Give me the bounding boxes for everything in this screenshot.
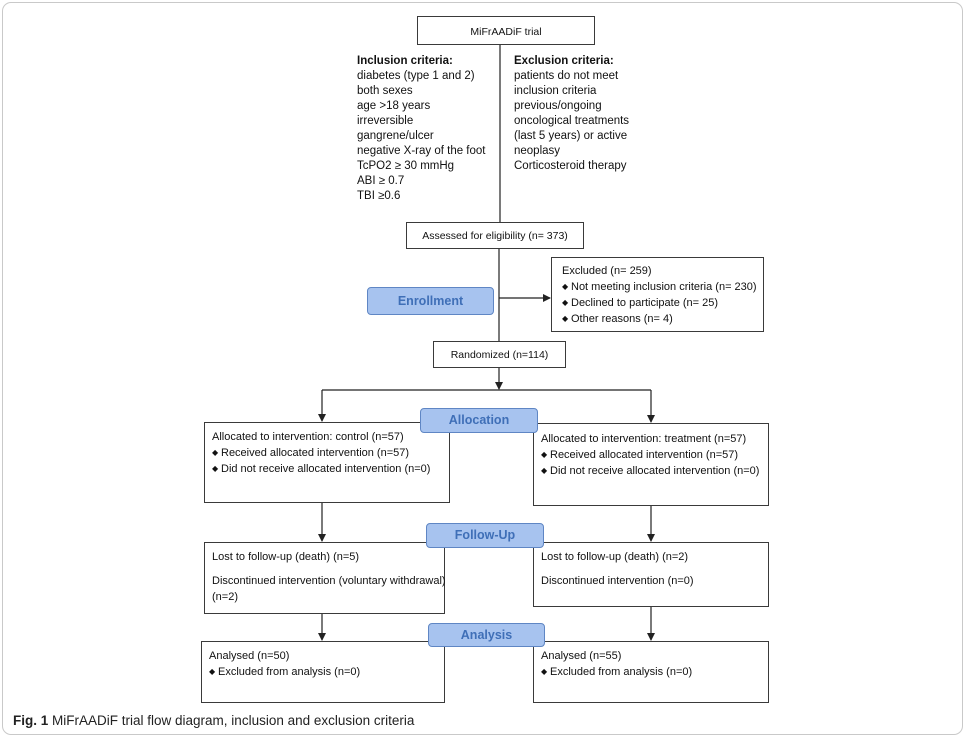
inclusion-item: gangrene/ulcer <box>357 130 434 142</box>
inclusion-item: ABI ≥ 0.7 <box>357 175 405 187</box>
bullet-icon: ◆ <box>541 667 548 676</box>
exclusion-item: oncological treatments <box>514 115 630 127</box>
randomized-label: Randomized (n=114) <box>450 349 549 361</box>
followup-control-box: Lost to follow-up (death) (n=5) Disconti… <box>204 542 446 614</box>
excluded-item: Not meeting inclusion criteria (n= 230) <box>571 281 757 293</box>
exclusion-heading: Exclusion criteria: <box>514 55 614 67</box>
bullet-icon: ◆ <box>209 667 216 676</box>
exclusion-item: (last 5 years) or active <box>514 130 628 142</box>
stage-analysis: Analysis <box>428 623 545 647</box>
allocation-treatment-box: Allocated to intervention: treatment (n=… <box>533 423 769 506</box>
inclusion-item: both sexes <box>357 85 413 97</box>
excluded-item: Other reasons (n= 4) <box>571 313 673 325</box>
bullet-icon: ◆ <box>562 298 569 307</box>
exclusion-item: patients do not meet <box>514 70 619 82</box>
allocation-treatment-item: Did not receive allocated intervention (… <box>550 465 760 477</box>
exclusion-item: inclusion criteria <box>514 85 597 97</box>
bullet-icon: ◆ <box>562 282 569 291</box>
caption-text: MiFrAADiF trial flow diagram, inclusion … <box>52 713 415 728</box>
stage-enrollment-label: Enrollment <box>397 294 464 308</box>
allocation-control-item: Received allocated intervention (n=57) <box>221 447 410 459</box>
bullet-icon: ◆ <box>541 466 548 475</box>
analysis-treatment-title: Analysed (n=55) <box>541 650 622 662</box>
analysis-control-title: Analysed (n=50) <box>209 650 290 662</box>
caption-label: Fig. 1 <box>13 713 49 728</box>
allocation-control-box: Allocated to intervention: control (n=57… <box>204 422 450 503</box>
analysis-treatment-item: Excluded from analysis (n=0) <box>550 666 693 678</box>
followup-treatment-discontinued: Discontinued intervention (n=0) <box>541 575 694 587</box>
followup-control-discontinued-count: (n=2) <box>212 591 238 603</box>
analysis-control-box: Analysed (n=50) ◆Excluded from analysis … <box>201 641 445 703</box>
inclusion-criteria: Inclusion criteria: diabetes (type 1 and… <box>357 54 497 204</box>
excluded-title: Excluded (n= 259) <box>562 265 652 277</box>
inclusion-item: negative X-ray of the foot <box>357 145 486 157</box>
stage-allocation-label: Allocation <box>448 413 510 427</box>
followup-treatment-lost: Lost to follow-up (death) (n=2) <box>541 551 689 563</box>
allocation-control-item: Did not receive allocated intervention (… <box>221 463 431 475</box>
inclusion-item: TBI ≥0.6 <box>357 190 401 202</box>
assessed-label: Assessed for eligibility (n= 373) <box>422 230 568 242</box>
stage-analysis-label: Analysis <box>460 628 513 642</box>
allocation-treatment-title: Allocated to intervention: treatment (n=… <box>541 433 747 445</box>
followup-control-discontinued: Discontinued intervention (voluntary wit… <box>212 575 446 587</box>
inclusion-item: TcPO2 ≥ 30 mmHg <box>357 160 455 172</box>
exclusion-item: previous/ongoing <box>514 100 602 112</box>
inclusion-item: age >18 years <box>357 100 431 112</box>
exclusion-criteria: Exclusion criteria: patients do not meet… <box>514 54 664 174</box>
figure-caption: Fig. 1 MiFrAADiF trial flow diagram, inc… <box>13 713 414 728</box>
assessed-box: Assessed for eligibility (n= 373) <box>406 222 584 249</box>
allocation-control-title: Allocated to intervention: control (n=57… <box>212 431 404 443</box>
randomized-box: Randomized (n=114) <box>433 341 566 368</box>
stage-followup: Follow-Up <box>426 523 544 548</box>
stage-enrollment: Enrollment <box>367 287 494 315</box>
trial-box: MiFrAADiF trial <box>417 16 595 45</box>
followup-control-lost: Lost to follow-up (death) (n=5) <box>212 551 360 563</box>
excluded-item: Declined to participate (n= 25) <box>571 297 719 309</box>
exclusion-item: Corticosteroid therapy <box>514 160 627 172</box>
inclusion-item: irreversible <box>357 115 414 127</box>
inclusion-item: diabetes (type 1 and 2) <box>357 70 475 82</box>
analysis-control-item: Excluded from analysis (n=0) <box>218 666 361 678</box>
bullet-icon: ◆ <box>212 464 219 473</box>
inclusion-heading: Inclusion criteria: <box>357 55 453 67</box>
allocation-treatment-item: Received allocated intervention (n=57) <box>550 449 739 461</box>
followup-treatment-box: Lost to follow-up (death) (n=2) Disconti… <box>533 542 769 607</box>
stage-allocation: Allocation <box>420 408 538 433</box>
excluded-box: Excluded (n= 259) ◆Not meeting inclusion… <box>551 257 764 332</box>
bullet-icon: ◆ <box>541 450 548 459</box>
analysis-treatment-box: Analysed (n=55) ◆Excluded from analysis … <box>533 641 769 703</box>
trial-box-label: MiFrAADiF trial <box>470 26 542 38</box>
exclusion-item: neoplasy <box>514 145 561 157</box>
bullet-icon: ◆ <box>562 314 569 323</box>
stage-followup-label: Follow-Up <box>454 528 516 542</box>
bullet-icon: ◆ <box>212 448 219 457</box>
